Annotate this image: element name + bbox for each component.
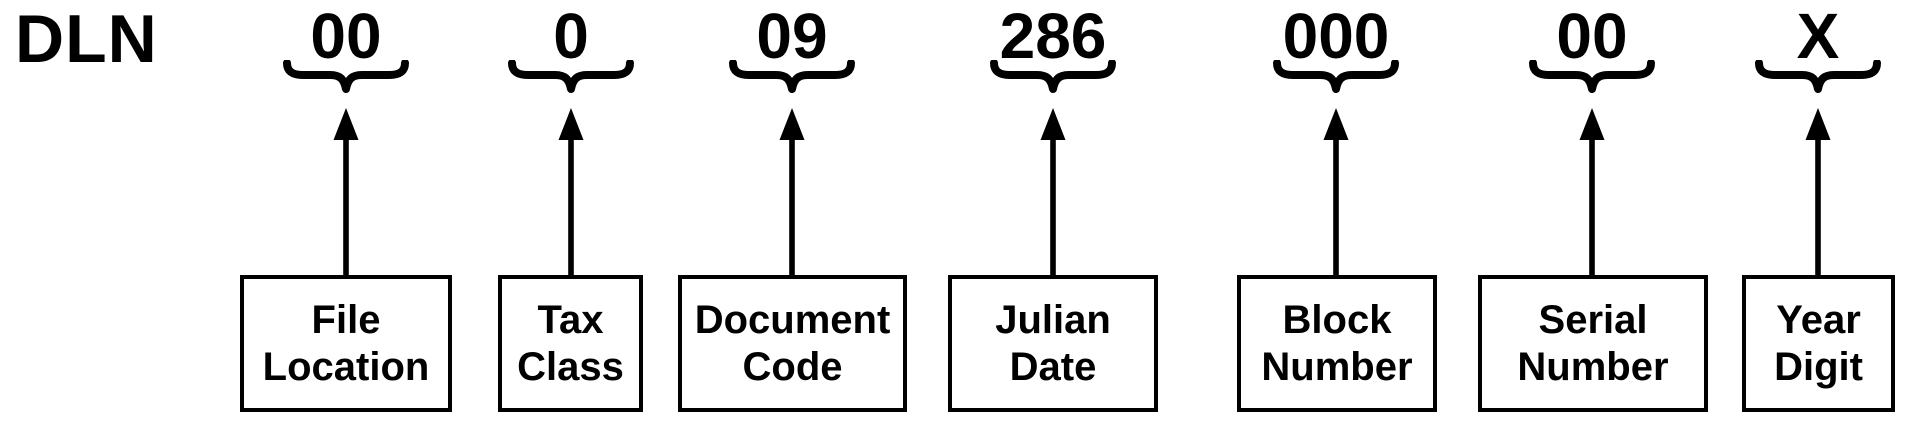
underbrace-icon [1755, 60, 1881, 93]
label-box: Julian Date [948, 275, 1158, 412]
segment-value: 00 [310, 0, 382, 72]
label-line: Code [742, 344, 843, 389]
label-line: Class [517, 344, 624, 389]
label-box: Year Digit [1742, 275, 1895, 412]
underbrace-icon [1273, 60, 1399, 93]
label-line: File [311, 297, 381, 342]
up-arrow-icon [333, 108, 359, 276]
label-line: Serial [1538, 297, 1648, 342]
segment-value: 000 [1282, 0, 1390, 72]
segment-value: 09 [756, 0, 828, 72]
label-line: Location [262, 344, 430, 389]
label-line: Year [1776, 297, 1861, 342]
segment-value: 0 [553, 0, 589, 72]
label-line: Number [1261, 344, 1413, 389]
dln-title: DLN [15, 1, 158, 77]
label-box: File Location [240, 275, 452, 412]
label-box: Block Number [1237, 275, 1437, 412]
label-line: Digit [1774, 344, 1863, 389]
underbrace-icon [729, 60, 855, 93]
up-arrow-icon [1040, 108, 1066, 276]
underbrace-icon [1529, 60, 1655, 93]
label-line: Tax [537, 297, 604, 342]
label-box: Serial Number [1478, 275, 1708, 412]
up-arrow-icon [1579, 108, 1605, 276]
label-line: Document [694, 297, 891, 342]
segment-value: 286 [999, 0, 1107, 72]
label-line: Julian [995, 297, 1111, 342]
up-arrow-icon [1323, 108, 1349, 276]
underbrace-icon [508, 60, 634, 93]
label-box: Tax Class [498, 275, 643, 412]
label-line: Block [1282, 297, 1392, 342]
label-line: Date [1009, 344, 1097, 389]
up-arrow-icon [558, 108, 584, 276]
segment-value: X [1796, 0, 1840, 72]
segment-value: 00 [1556, 0, 1628, 72]
up-arrow-icon [1805, 108, 1831, 276]
underbrace-icon [990, 60, 1116, 93]
up-arrow-icon [779, 108, 805, 276]
label-box: Document Code [678, 275, 907, 412]
underbrace-icon [283, 60, 409, 93]
label-line: Number [1517, 344, 1669, 389]
